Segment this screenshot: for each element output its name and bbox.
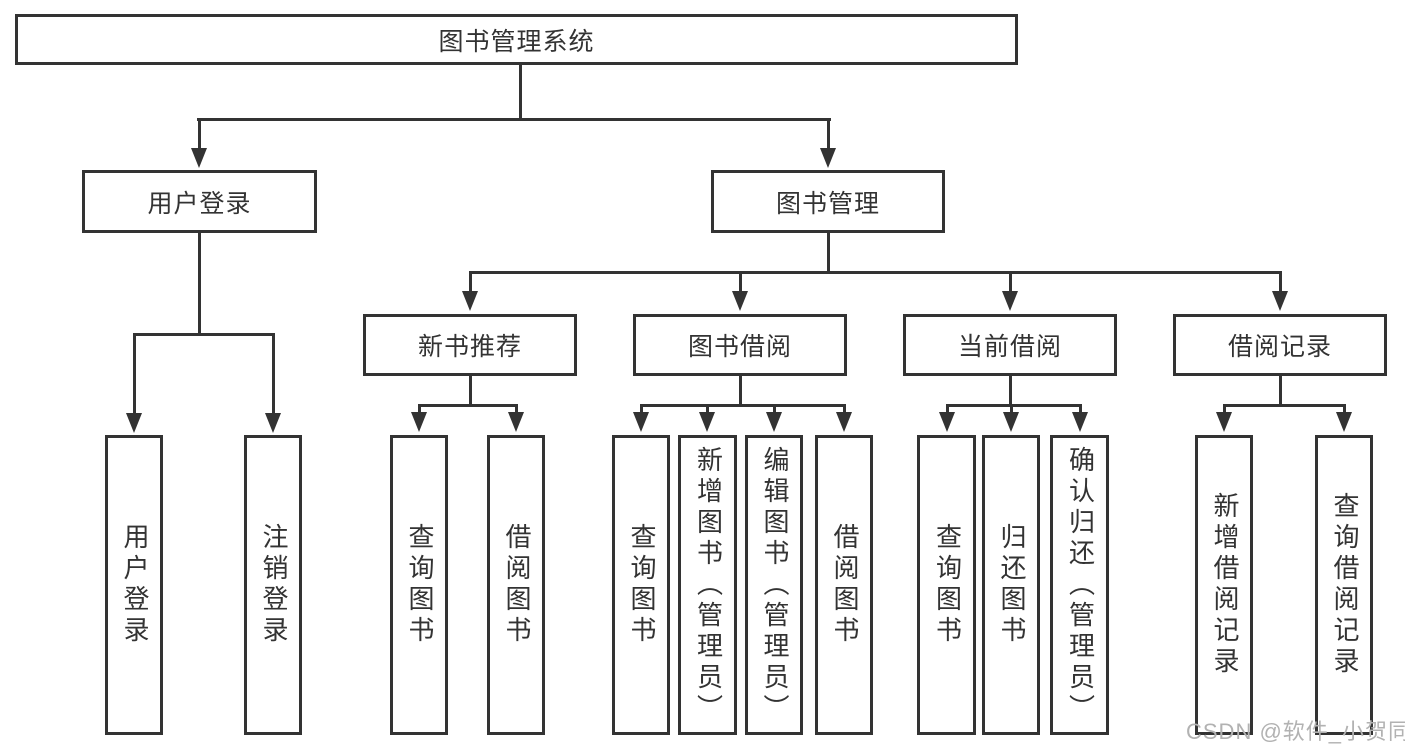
leaf-edit-books-admin: 编辑图书（管理员） [745, 435, 803, 735]
node-book-borrow: 图书借阅 [633, 314, 847, 376]
connector-line [739, 271, 742, 293]
connector-line [133, 333, 275, 336]
leaf-query-books-current: 查询图书 [917, 435, 976, 735]
node-system-root: 图书管理系统 [15, 14, 1018, 65]
connector-line [197, 118, 831, 121]
arrowhead-down-icon [126, 413, 142, 433]
connector-line [1079, 404, 1082, 414]
connector-line [1010, 404, 1013, 414]
leaf-return-books: 归还图书 [982, 435, 1040, 735]
arrowhead-down-icon [411, 412, 427, 432]
connector-line [198, 232, 201, 336]
connector-line [272, 333, 275, 413]
connector-line [827, 118, 830, 150]
arrowhead-down-icon [939, 412, 955, 432]
connector-line [198, 118, 201, 150]
leaf-add-books-admin: 新增图书（管理员） [678, 435, 737, 735]
connector-line [640, 404, 845, 407]
arrowhead-down-icon [1002, 291, 1018, 311]
arrowhead-down-icon [1336, 412, 1352, 432]
connector-line [773, 404, 776, 414]
connector-line [1223, 404, 1226, 414]
csdn-watermark: CSDN @软件_小贺同学 [1186, 719, 1405, 744]
leaf-query-books-borrow: 查询图书 [612, 435, 670, 735]
arrowhead-down-icon [462, 291, 478, 311]
connector-line [739, 375, 742, 406]
arrowhead-down-icon [732, 291, 748, 311]
leaf-user-login: 用户登录 [105, 435, 163, 735]
arrowhead-down-icon [1003, 412, 1019, 432]
connector-line [1223, 404, 1345, 407]
arrowhead-down-icon [633, 412, 649, 432]
arrowhead-down-icon [265, 413, 281, 433]
arrowhead-down-icon [1216, 412, 1232, 432]
node-borrow-records: 借阅记录 [1173, 314, 1387, 376]
connector-line [418, 404, 421, 414]
arrowhead-down-icon [1272, 291, 1288, 311]
connector-line [418, 404, 517, 407]
arrowhead-down-icon [836, 412, 852, 432]
leaf-query-books-recommend: 查询图书 [390, 435, 448, 735]
connector-line [1279, 271, 1282, 293]
leaf-logout: 注销登录 [244, 435, 302, 735]
connector-line [946, 404, 949, 414]
arrowhead-down-icon [191, 148, 207, 168]
node-current-borrow: 当前借阅 [903, 314, 1117, 376]
connector-line [946, 404, 1081, 407]
connector-line [519, 65, 522, 118]
node-book-management: 图书管理 [711, 170, 945, 233]
connector-line [640, 404, 643, 414]
connector-line [469, 271, 472, 293]
connector-line [1009, 375, 1012, 406]
connector-line [1279, 375, 1282, 406]
connector-line [843, 404, 846, 414]
leaf-add-borrow-record: 新增借阅记录 [1195, 435, 1253, 735]
connector-line [133, 333, 136, 413]
connector-line [1343, 404, 1346, 414]
connector-line [469, 271, 1281, 274]
connector-line [706, 404, 709, 414]
connector-line [1009, 271, 1012, 293]
arrowhead-down-icon [699, 412, 715, 432]
connector-line [469, 375, 472, 406]
leaf-borrow-books-recommend: 借阅图书 [487, 435, 545, 735]
leaf-confirm-return-admin: 确认归还（管理员） [1050, 435, 1109, 735]
arrowhead-down-icon [1072, 412, 1088, 432]
leaf-query-borrow-record: 查询借阅记录 [1315, 435, 1373, 735]
node-user-login: 用户登录 [82, 170, 317, 233]
arrowhead-down-icon [820, 148, 836, 168]
connector-line [827, 232, 830, 274]
arrowhead-down-icon [508, 412, 524, 432]
node-new-book-recommend: 新书推荐 [363, 314, 577, 376]
arrowhead-down-icon [766, 412, 782, 432]
leaf-borrow-books: 借阅图书 [815, 435, 873, 735]
connector-line [515, 404, 518, 414]
